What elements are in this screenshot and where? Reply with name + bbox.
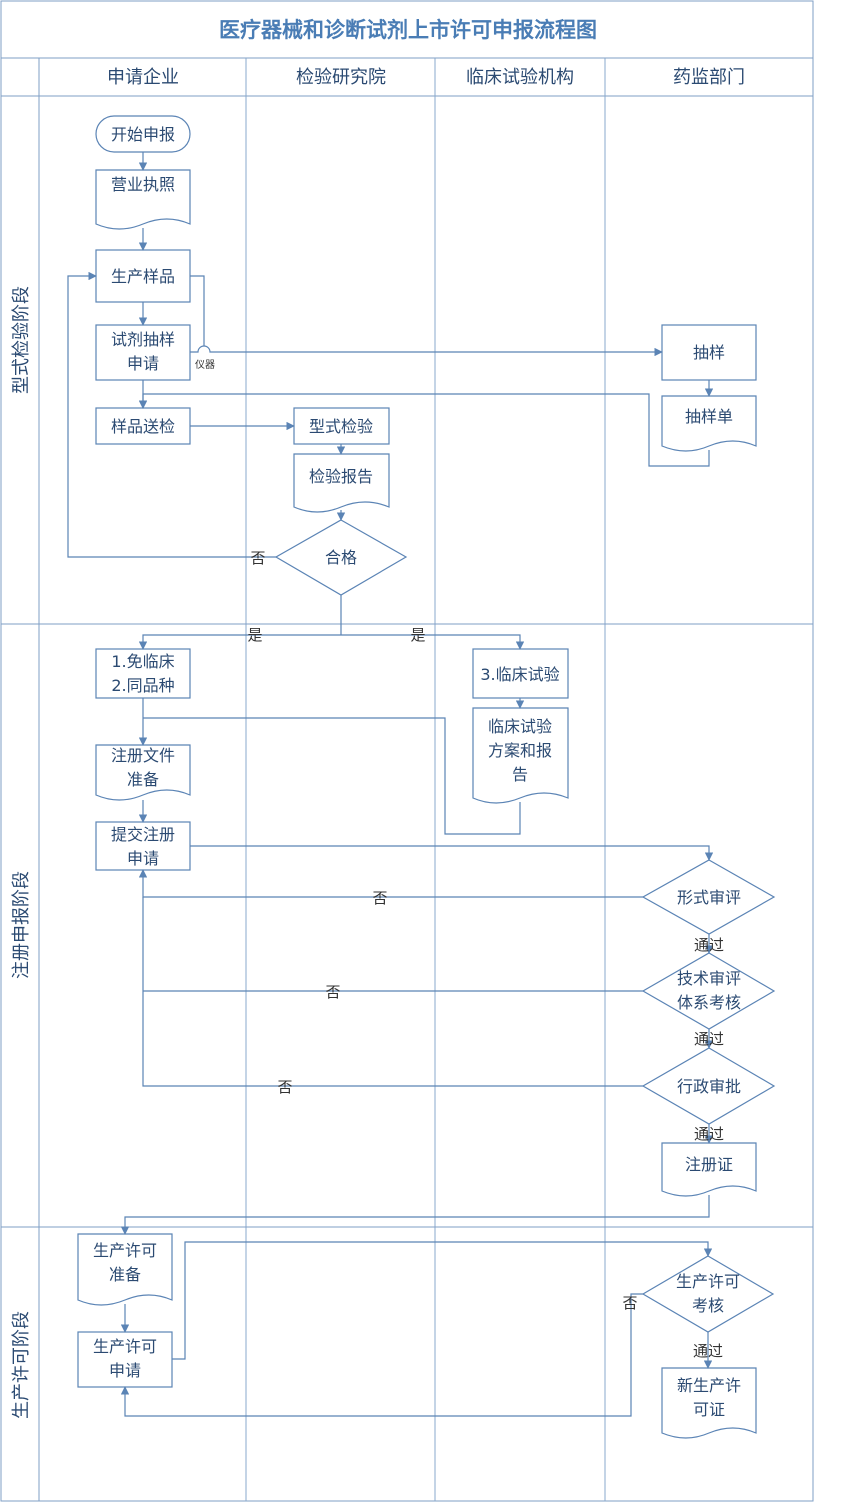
node-tech-review-line2: 体系考核	[677, 993, 741, 1012]
node-registration-certificate	[661, 1142, 757, 1197]
edge-label-yes-left: 是	[247, 626, 262, 644]
node-type-test	[293, 407, 390, 445]
edge-label-instrument: 仪器	[195, 359, 215, 371]
phase-label-registration: 注册申报阶段	[11, 871, 32, 979]
node-produce-sample-label: 生产样品	[111, 267, 175, 286]
node-test-report	[293, 453, 390, 513]
node-start-label: 开始申报	[111, 125, 175, 144]
node-exempt-line2: 2.同品种	[111, 676, 174, 695]
node-submit-reg-line2: 申请	[127, 849, 159, 868]
node-prod-assess-line2: 考核	[692, 1296, 724, 1315]
node-business-license	[95, 169, 191, 230]
node-clinical-trial-label: 3.临床试验	[480, 665, 559, 684]
node-admin-approval-label: 行政审批	[677, 1077, 741, 1096]
node-prod-assess-line1: 生产许可	[676, 1272, 740, 1291]
node-production-assess-decision	[641, 1255, 775, 1333]
node-production-prep	[77, 1233, 173, 1306]
node-sampling-apply-line2: 申请	[127, 354, 159, 373]
outer-frame	[0, 0, 814, 1502]
edge-label-admin-no: 否	[277, 1078, 292, 1096]
node-reg-cert-label: 注册证	[685, 1155, 733, 1174]
node-formal-review-label: 形式审评	[677, 888, 741, 907]
edge-label-admin-pass: 通过	[694, 1125, 724, 1143]
edge-label-formal-no: 否	[372, 889, 387, 907]
edge-label-tech-pass: 通过	[694, 1030, 724, 1048]
node-exempt-line1: 1.免临床	[111, 652, 174, 671]
node-new-license-line1: 新生产许	[677, 1376, 741, 1395]
node-reg-docs-line2: 准备	[127, 770, 159, 789]
edge-label-qualified-no: 否	[250, 549, 265, 567]
node-submit-registration	[95, 821, 191, 871]
node-tech-review-line1: 技术审评	[677, 969, 741, 988]
node-clinical-plan-report	[472, 707, 569, 804]
node-exempt-clinical	[95, 648, 191, 699]
node-clinical-plan-line2: 方案和报	[488, 741, 552, 760]
node-prod-prep-line2: 准备	[109, 1265, 141, 1284]
node-registration-docs	[95, 744, 191, 801]
node-reg-docs-line1: 注册文件	[111, 746, 175, 765]
node-clinical-plan-line1: 临床试验	[488, 717, 552, 736]
edge-label-tech-no: 否	[325, 983, 340, 1001]
node-sampling-label: 抽样	[693, 343, 725, 362]
lane-header-regulator: 药监部门	[673, 67, 745, 88]
node-type-test-label: 型式检验	[309, 417, 373, 436]
node-tech-review-decision	[641, 952, 776, 1030]
lane-header-clinical-institution: 临床试验机构	[466, 67, 574, 88]
node-sampling	[661, 324, 757, 381]
lane-header-inspection-institute: 检验研究院	[296, 67, 386, 88]
phase-label-production: 生产许可阶段	[11, 1311, 32, 1419]
edge-label-formal-pass: 通过	[694, 936, 724, 954]
connectors	[67, 152, 714, 1417]
node-sampling-sheet-label: 抽样单	[685, 407, 733, 426]
node-prod-apply-line2: 申请	[109, 1361, 141, 1380]
edge-label-assess-no: 否	[622, 1294, 637, 1312]
edge-label-yes-right: 是	[410, 626, 425, 644]
node-sampling-apply-line1: 试剂抽样	[111, 330, 175, 349]
node-test-report-label: 检验报告	[309, 467, 373, 486]
node-sampling-sheet	[661, 395, 757, 452]
node-new-production-license	[661, 1367, 757, 1439]
node-submit-reg-line1: 提交注册	[111, 825, 175, 844]
node-business-license-label: 营业执照	[111, 175, 175, 194]
node-prod-apply-line1: 生产许可	[93, 1337, 157, 1356]
node-send-sample-label: 样品送检	[111, 417, 175, 436]
phase-label-type-test: 型式检验阶段	[11, 286, 32, 394]
node-production-apply	[77, 1331, 173, 1388]
node-send-sample	[95, 407, 191, 445]
node-new-license-line2: 可证	[693, 1400, 725, 1419]
node-prod-prep-line1: 生产许可	[93, 1241, 157, 1260]
lane-header-applicant: 申请企业	[107, 67, 179, 88]
node-qualified-label: 合格	[325, 548, 357, 567]
edge-label-assess-pass: 通过	[693, 1342, 723, 1360]
page-title: 医疗器械和诊断试剂上市许可申报流程图	[219, 18, 597, 42]
node-clinical-plan-line3: 告	[512, 765, 528, 784]
